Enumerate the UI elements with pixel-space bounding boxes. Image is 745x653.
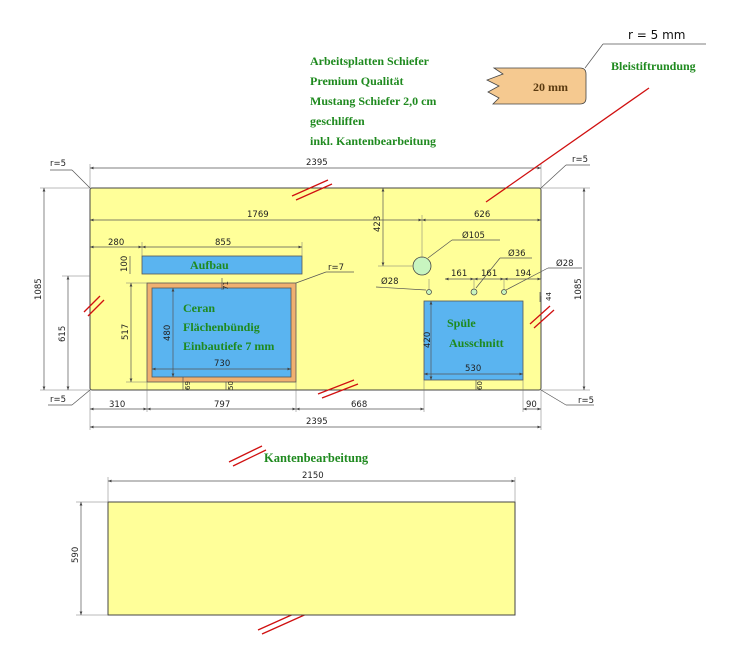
edge-marker-top xyxy=(291,179,333,201)
dim-855: 855 xyxy=(215,238,231,248)
dim-44: 44 xyxy=(545,292,553,301)
ceran-line-2: Flächenbündig xyxy=(183,320,260,334)
sink-line-1: Spüle xyxy=(447,316,476,330)
dim-626: 626 xyxy=(474,210,490,220)
ceran-line-1: Ceran xyxy=(183,301,215,315)
dim-161b: 161 xyxy=(481,269,497,279)
radius-leader xyxy=(584,43,604,69)
sink-line-2: Ausschnitt xyxy=(449,336,504,350)
dim-615: 615 xyxy=(58,326,68,342)
dim-280: 280 xyxy=(108,238,124,248)
spec-line-4: geschliffen xyxy=(310,114,365,128)
corner-radius-top-left: r=5 xyxy=(50,159,66,169)
dim-1769: 1769 xyxy=(247,210,269,220)
dim-530: 530 xyxy=(465,364,481,374)
dim-161a: 161 xyxy=(451,269,467,279)
dim-517: 517 xyxy=(121,324,131,340)
dim-hole-36: Ø36 xyxy=(508,248,526,259)
aufbau-label: Aufbau xyxy=(190,258,229,272)
hole-28-right xyxy=(501,289,507,295)
dim-90: 90 xyxy=(526,400,537,410)
spec-notes: Arbeitsplatten Schiefer Premium Qualität… xyxy=(310,54,436,148)
edge-marker-bottom xyxy=(317,379,359,399)
corner-radius-bottom-left: r=5 xyxy=(50,395,66,405)
aufbau-cutout xyxy=(141,255,303,275)
bleistift-label: Bleistiftrundung xyxy=(611,59,696,73)
kantenbearbeitung-label: Kantenbearbeitung xyxy=(264,451,369,465)
dim-310: 310 xyxy=(109,400,125,410)
main-dimensions: 2395 1085 1085 615 1769 626 423 Ø105 xyxy=(34,155,594,430)
dim-730: 730 xyxy=(214,359,230,369)
edge-profile-label: 20 mm xyxy=(533,80,568,94)
dim-100: 100 xyxy=(120,256,130,272)
dim-hole-28-right: Ø28 xyxy=(556,258,574,269)
dim-60: 60 xyxy=(476,381,484,390)
spec-line-5: inkl. Kantenbearbeitung xyxy=(310,134,436,148)
main-worktop: Aufbau Ceran Flächenbündig Einbautiefe 7… xyxy=(89,187,542,391)
hole-28-left xyxy=(426,289,432,295)
dim-480: 480 xyxy=(163,325,173,341)
dim-797: 797 xyxy=(214,400,230,410)
dim-423: 423 xyxy=(373,216,383,232)
dim-hole-105: Ø105 xyxy=(462,230,485,241)
dim-71: 71 xyxy=(222,281,230,290)
dim-hole-28-left: Ø28 xyxy=(381,276,399,287)
sink-cutout xyxy=(423,300,524,381)
dim-depth-left: 1085 xyxy=(34,278,44,300)
second-worktop: 2150 590 xyxy=(71,471,516,616)
spec-line-2: Premium Qualität xyxy=(310,74,403,88)
edge-marker-left xyxy=(83,295,105,317)
dim-depth-right: 1085 xyxy=(574,278,584,300)
dim-590: 590 xyxy=(71,547,81,563)
tap-hole-large xyxy=(412,256,432,276)
spec-line-3: Mustang Schiefer 2,0 cm xyxy=(310,94,436,108)
dim-194: 194 xyxy=(515,269,531,279)
second-slab xyxy=(107,501,516,616)
corner-radius-top-right: r=5 xyxy=(572,155,588,165)
dim-width-bottom: 2395 xyxy=(306,417,328,427)
edge-profile-shape xyxy=(486,67,587,105)
dim-2150: 2150 xyxy=(302,471,324,481)
edge-profile: 20 mm r = 5 mm Bleistiftrundung xyxy=(486,28,706,105)
edge-marker-legend xyxy=(228,445,267,467)
bleistift-pointer xyxy=(485,87,650,203)
edge-marker-right xyxy=(529,305,555,329)
spec-line-1: Arbeitsplatten Schiefer xyxy=(310,54,430,68)
ceran-line-3: Einbautiefe 7 mm xyxy=(183,339,274,353)
dim-width-top: 2395 xyxy=(306,158,328,168)
dim-420: 420 xyxy=(423,332,433,348)
hole-36 xyxy=(470,288,478,296)
dim-668: 668 xyxy=(351,400,367,410)
radius-callout: r = 5 mm xyxy=(628,28,685,42)
ceran-cutout xyxy=(151,287,292,378)
ceran-radius: r=7 xyxy=(328,263,344,273)
corner-radius-bottom-right: r=5 xyxy=(578,396,594,406)
dim-50: 50 xyxy=(227,381,235,390)
dim-69: 69 xyxy=(184,381,192,390)
